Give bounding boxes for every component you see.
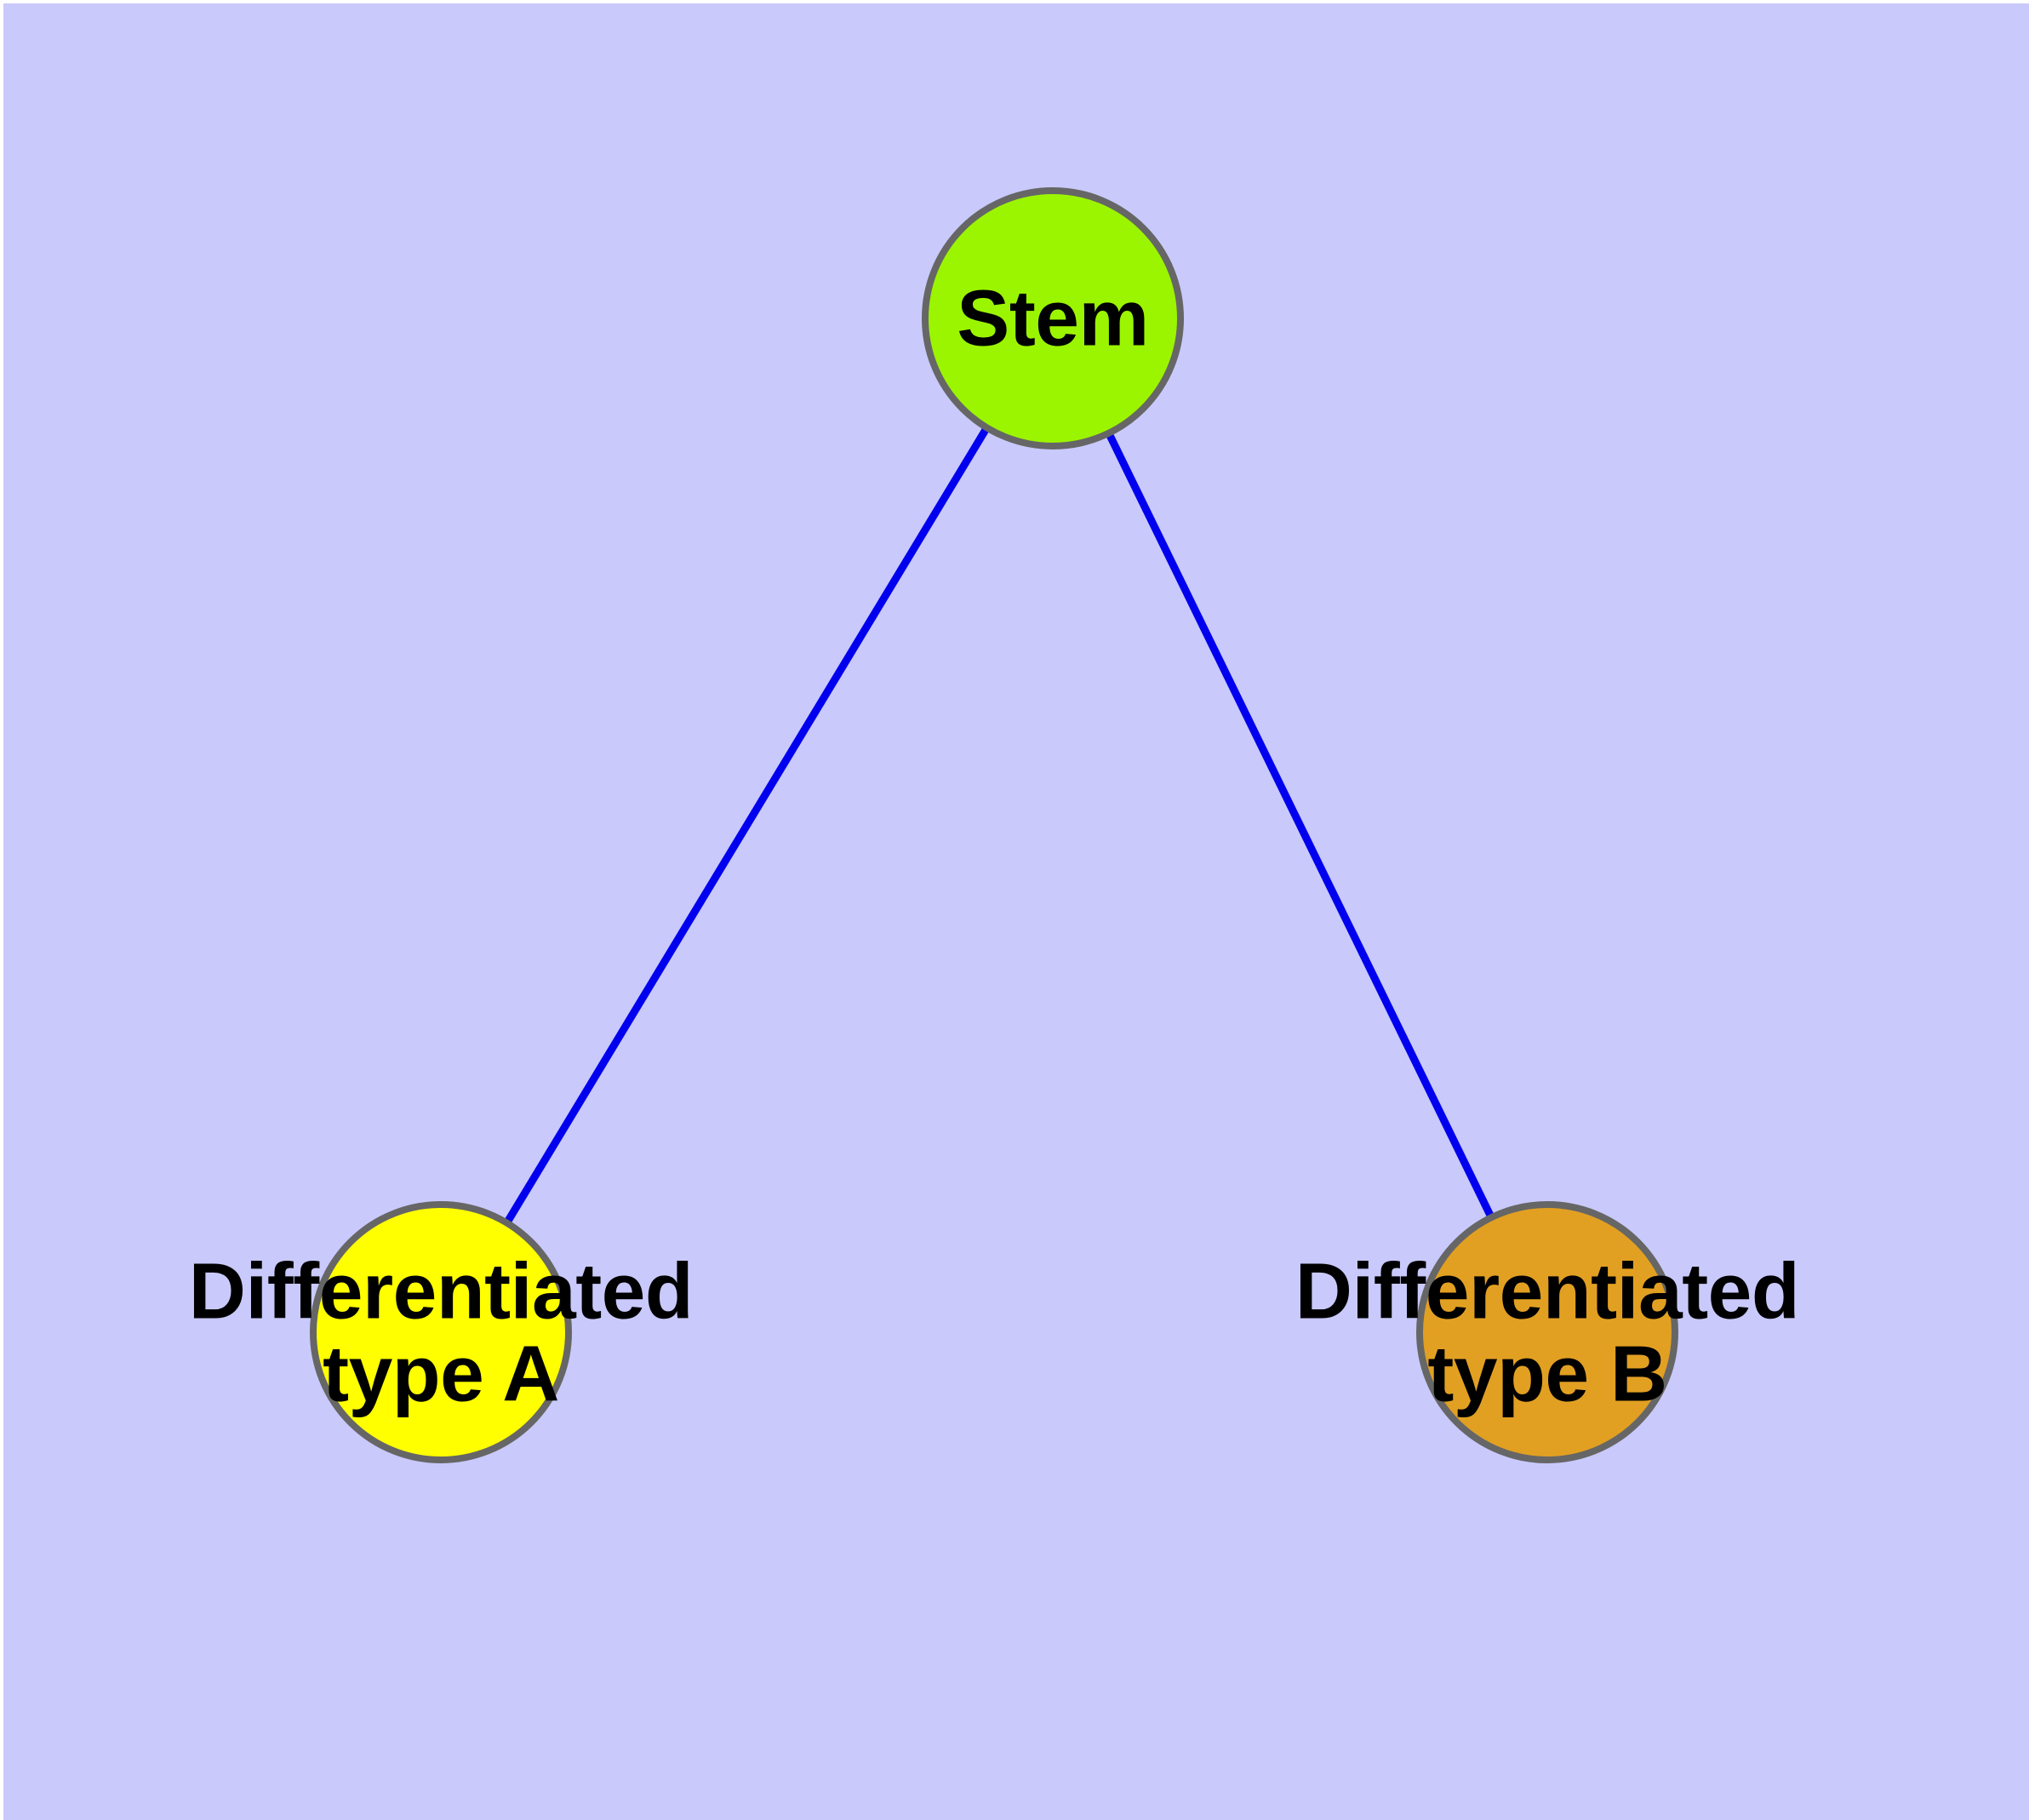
graph-edge-stem-to-diff-a xyxy=(437,316,1056,1335)
graph-node-stem[interactable] xyxy=(922,187,1184,449)
graph-svg xyxy=(310,187,1678,1463)
edges-layer xyxy=(437,316,1552,1335)
graph-edge-stem-to-diff-b xyxy=(1049,317,1552,1334)
nodes-layer xyxy=(310,187,1678,1463)
graph-node-diff_b[interactable] xyxy=(1416,1201,1678,1463)
graph-node-diff_a[interactable] xyxy=(310,1201,572,1463)
